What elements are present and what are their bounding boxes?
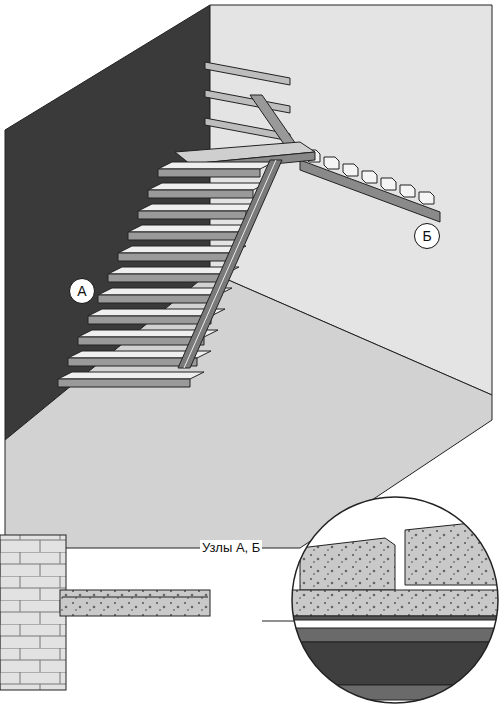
upper-step (419, 192, 434, 204)
step-front (78, 337, 204, 345)
step-front (128, 232, 239, 240)
upper-stringer (300, 160, 440, 222)
upper-step (362, 171, 377, 183)
callout-letter: Б (422, 229, 431, 243)
step-top (138, 204, 260, 211)
upper-step (343, 164, 358, 176)
slab (288, 590, 500, 616)
detail-title: Узлы А, Б (200, 540, 262, 555)
step-front (88, 316, 211, 324)
step-top (128, 225, 253, 232)
step-front (98, 295, 218, 303)
step-front (108, 274, 225, 282)
seam (288, 616, 500, 620)
step-front (68, 358, 197, 366)
step-front (158, 169, 260, 177)
callout-circle: Б (414, 223, 440, 249)
step-front (118, 253, 232, 261)
upper-beam (250, 95, 300, 150)
upper-step (400, 185, 415, 197)
callout-letter: А (77, 284, 86, 298)
step-block (300, 538, 395, 590)
left-wall (5, 5, 210, 440)
step-front (58, 379, 190, 387)
step-front (148, 190, 253, 198)
slab-line (62, 597, 208, 598)
stairs (58, 62, 440, 387)
beam-flange (292, 685, 500, 700)
step-top (58, 372, 204, 379)
beam-detail (285, 490, 500, 705)
upper-step (381, 178, 396, 190)
wall-step (205, 62, 290, 85)
brick-wall (0, 535, 66, 690)
beam-flange (292, 628, 500, 642)
wall-step (205, 90, 290, 113)
beam-web (300, 642, 500, 685)
room (5, 5, 492, 548)
step-front (138, 211, 246, 219)
stringer (178, 160, 282, 368)
concrete-step (60, 590, 210, 616)
step-top (118, 246, 246, 253)
step-top (108, 267, 239, 274)
detail-circle (292, 497, 498, 703)
callout-circle: А (69, 278, 95, 304)
upper-step (324, 157, 339, 169)
step-top (148, 183, 267, 190)
stringer-edge (184, 160, 276, 368)
step-top (158, 162, 274, 169)
details (0, 490, 500, 705)
